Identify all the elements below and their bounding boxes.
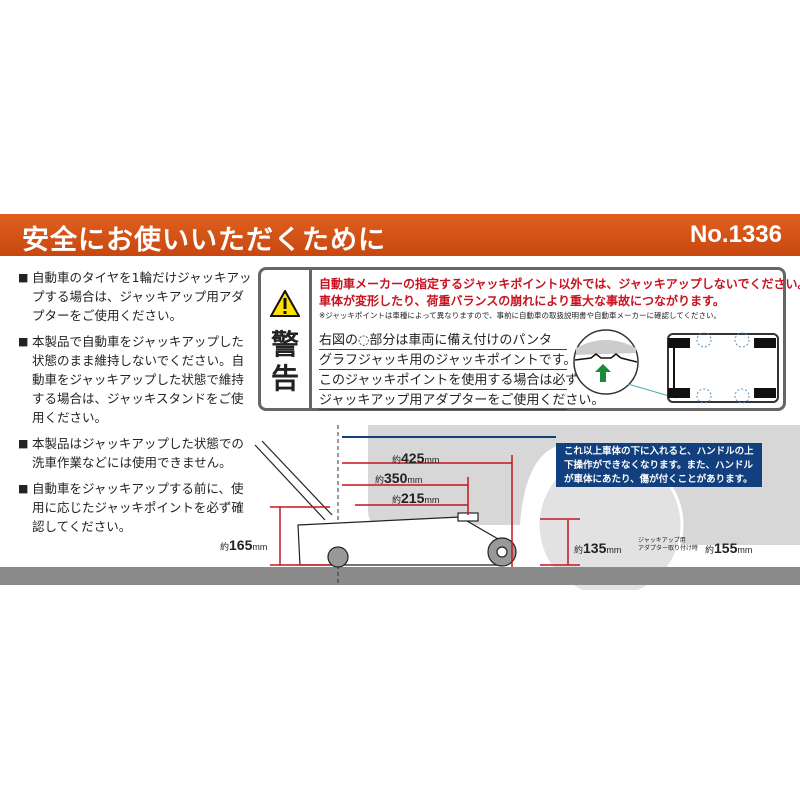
dimension-425: 約425mm xyxy=(392,450,440,466)
warning-body: 右図の◌部分は車両に備え付けのパンタ グラフジャッキ用のジャッキポイントです。 … xyxy=(319,332,605,412)
note-item: 本製品で自動車をジャッキアップした状態のまま維持しないでください。自動車をジャッ… xyxy=(18,332,253,427)
dimension-135: 約135mm xyxy=(574,540,622,556)
callout-note: これ以上車体の下に入れると、ハンドルの上下操作ができなくなります。また、ハンドル… xyxy=(556,443,762,487)
car-body-section xyxy=(576,340,636,355)
note-item: 自動車をジャッキアップする前に、使用に応じたジャッキポイントを必ず確認してくださ… xyxy=(18,479,253,536)
title-banner: 安全にお使いいただくために No.1336 xyxy=(0,214,800,256)
ground xyxy=(0,567,800,585)
page-title: 安全にお使いいただくために xyxy=(22,225,386,256)
warning-red-line: 自動車メーカーの指定するジャッキポイント以外では、ジャッキアップしないでください… xyxy=(319,277,800,291)
warning-body-line: このジャッキポイントを使用する場合は必ず xyxy=(319,373,579,390)
safety-notes: 自動車のタイヤを1輪だけジャッキアップする場合は、ジャッキアップ用アダプターをご… xyxy=(18,268,253,543)
jack-point-diagram xyxy=(573,329,779,404)
dimension-350: 約350mm xyxy=(375,470,423,486)
dimension-155: 約155mm xyxy=(705,540,753,556)
note-item: 本製品はジャッキアップした状態での洗車作業などには使用できません。 xyxy=(18,434,253,472)
warning-footnote: ※ジャッキポイントは車種によって異なりますので、事前に自動車の取扱説明書や自動車… xyxy=(319,311,722,320)
warning-red-line: 車体が変形したり、荷重バランスの崩れにより重大な事故につながります。 xyxy=(319,294,725,308)
warning-triangle-icon xyxy=(270,290,300,317)
warning-box: 警告 自動車メーカーの指定するジャッキポイント以外では、ジャッキアップしないでく… xyxy=(258,267,800,412)
floor-jack xyxy=(254,440,517,568)
warning-body-line: グラフジャッキ用のジャッキポイントです。 xyxy=(319,353,577,370)
note-item: 自動車のタイヤを1輪だけジャッキアップする場合は、ジャッキアップ用アダプターをご… xyxy=(18,268,253,325)
arrow-up-icon xyxy=(595,364,611,382)
vehicle-outline xyxy=(667,333,779,403)
dimension-lines xyxy=(270,455,580,567)
warning-body-line: 右図の◌部分は車両に備え付けのパンタ xyxy=(319,332,567,350)
dimension-215: 約215mm xyxy=(392,490,440,506)
warning-body-line: ジャッキアップ用アダプターをご使用ください。 xyxy=(319,393,605,410)
model-number: No.1336 xyxy=(689,221,782,248)
warning-side: 警告 xyxy=(261,270,312,408)
dimension-165: 約165mm xyxy=(220,537,268,553)
warning-label: 警告 xyxy=(270,328,299,395)
adapter-note: ジャッキアップ用アダプター取り付け時 xyxy=(638,537,699,552)
